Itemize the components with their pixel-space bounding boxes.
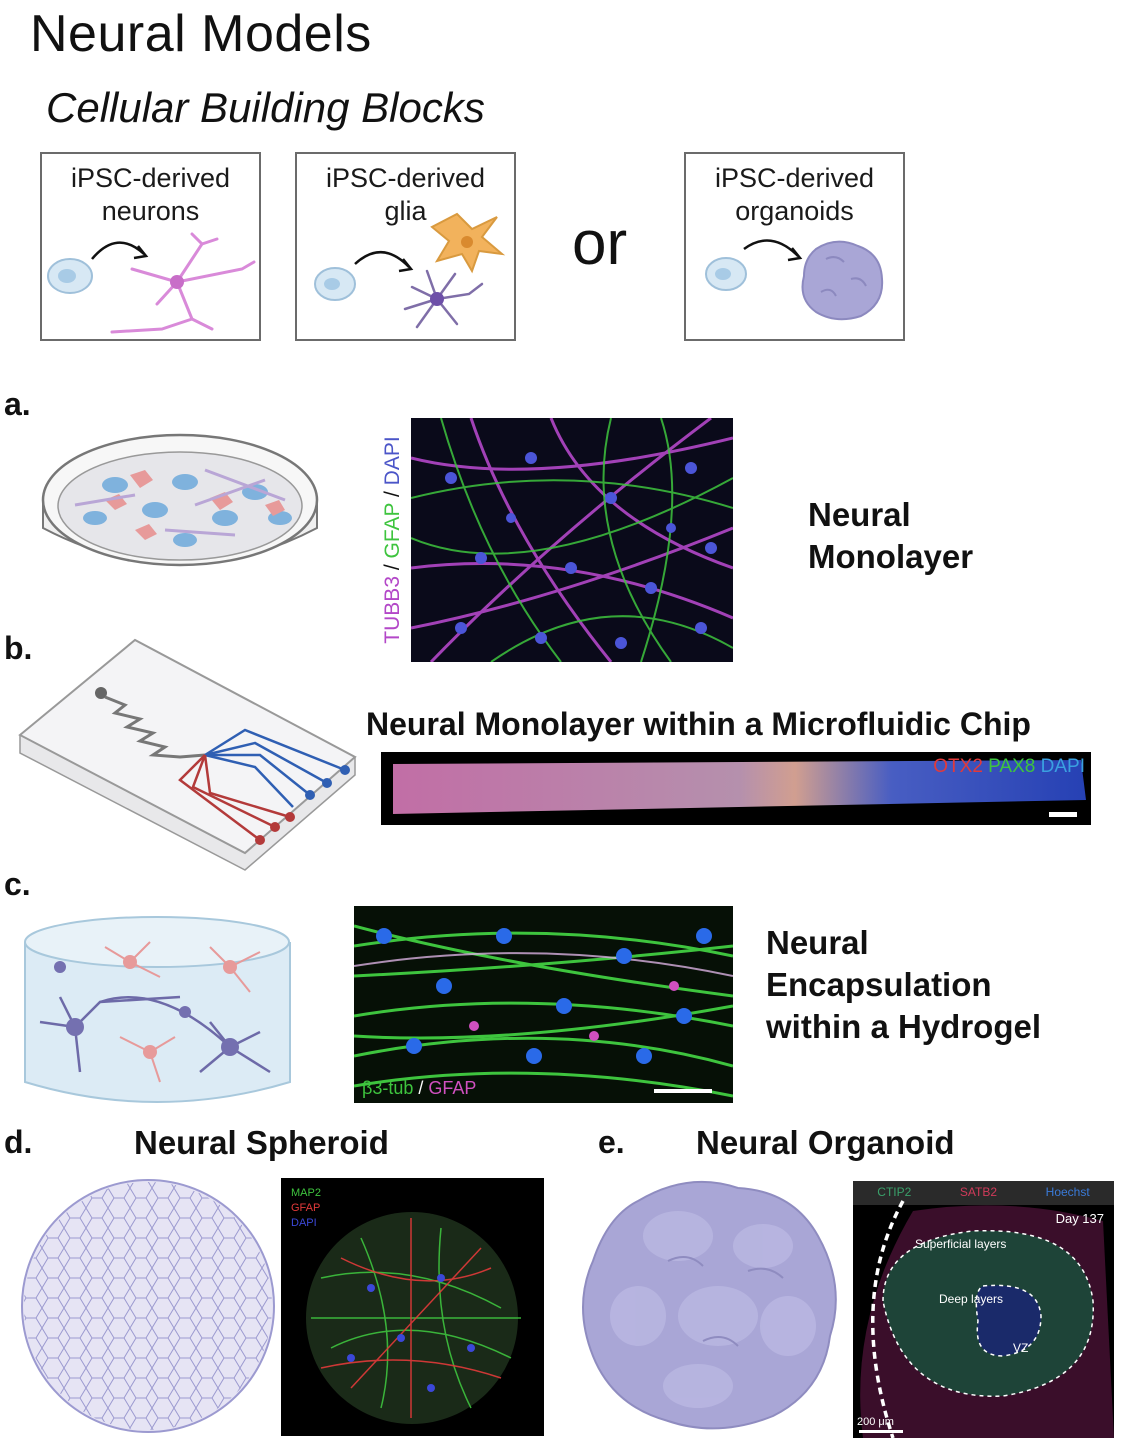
building-block-neurons-label: iPSC-derived neurons [70,163,231,226]
stain-dapi-d: DAPI [291,1217,317,1229]
stain-dapi-b: DAPI [1040,756,1085,777]
stain-label-b: OTX2 PAX8 DAPI [933,756,1085,778]
stain-pax8: PAX8 [988,756,1036,777]
neuron-differentiation-icon [47,232,256,334]
micrograph-monolayer [411,418,733,662]
stain-b3tub: β3-tub [362,1078,414,1098]
stain-sep-c: / [413,1078,429,1098]
building-block-neurons: iPSC-derived neurons [40,152,261,341]
stain-satb2: SATB2 [959,1185,998,1199]
stain-map2: MAP2 [291,1187,321,1199]
organoid-layer-deep: Deep layers [939,1292,1004,1306]
organoid-scale-bar-label: 200 μm [857,1416,894,1428]
stain-dapi: DAPI [381,436,404,486]
or-text: or [572,209,628,278]
organoid-day: Day 137 [1055,1211,1104,1226]
stain-gfap: GFAP [381,502,404,559]
building-block-glia: iPSC-derived glia [295,152,516,341]
building-block-organoids: iPSC-derived organoids [684,152,905,341]
page-title: Neural Models [30,5,372,63]
astrocyte-icon [430,212,506,274]
glia-differentiation-icon [314,212,506,329]
stain-otx2: OTX2 [933,756,983,777]
organoid-illustration [582,1180,837,1430]
stain-sep1: / [381,558,404,576]
stain-label-a: TUBB3 / GFAP / DAPI [378,418,408,662]
panel-label-e: Neural Organoid [696,1124,955,1161]
petri-dish-illustration [41,433,319,567]
stain-hoechst: Hoechst [1045,1185,1090,1199]
stain-label-d: MAP2 GFAP DAPI [291,1186,321,1231]
panel-letter-c: c. [4,866,31,902]
panel-label-b: Neural Monolayer within a Microfluidic C… [366,706,1031,742]
organoid-layer-superficial: Superficial layers [915,1237,1007,1251]
building-block-glia-label: iPSC-derived glia [325,163,486,226]
panel-label-d: Neural Spheroid [134,1124,389,1161]
stain-label-e: CTIP2 SATB2 Hoechst [853,1185,1114,1199]
stain-gfap-d: GFAP [291,1202,321,1214]
micrograph-organoid: CTIP2 SATB2 Hoechst Day 137 Superficial … [853,1181,1114,1438]
panel-letter-b: b. [4,630,33,666]
stain-label-c: β3-tub / GFAP [362,1078,476,1099]
stain-sep2: / [381,485,404,503]
stain-gfap-c: GFAP [428,1078,477,1098]
organoid-layer-vz: VZ [1013,1341,1029,1355]
panel-letter-e: e. [598,1124,625,1160]
panel-label-c: Neural Encapsulation within a Hydrogel [766,924,1042,1045]
stain-tubb3: TUBB3 [381,576,404,644]
micrograph-spheroid: MAP2 GFAP DAPI [281,1178,544,1436]
panel-letter-d: d. [4,1124,33,1160]
organoid-differentiation-icon [705,239,884,321]
micrograph-hydrogel: β3-tub / GFAP [354,906,733,1103]
hydrogel-illustration [24,916,291,1103]
spheroid-illustration [21,1179,275,1433]
stain-ctip2: CTIP2 [877,1185,912,1199]
panel-letter-a: a. [4,386,31,422]
page-subtitle: Cellular Building Blocks [46,84,485,131]
micrograph-microfluidic: OTX2 PAX8 DAPI [381,752,1091,825]
panel-label-a: Neural Monolayer [808,496,974,575]
building-block-organoids-label: iPSC-derived organoids [714,163,875,226]
microfluidic-chip-illustration [18,638,357,871]
